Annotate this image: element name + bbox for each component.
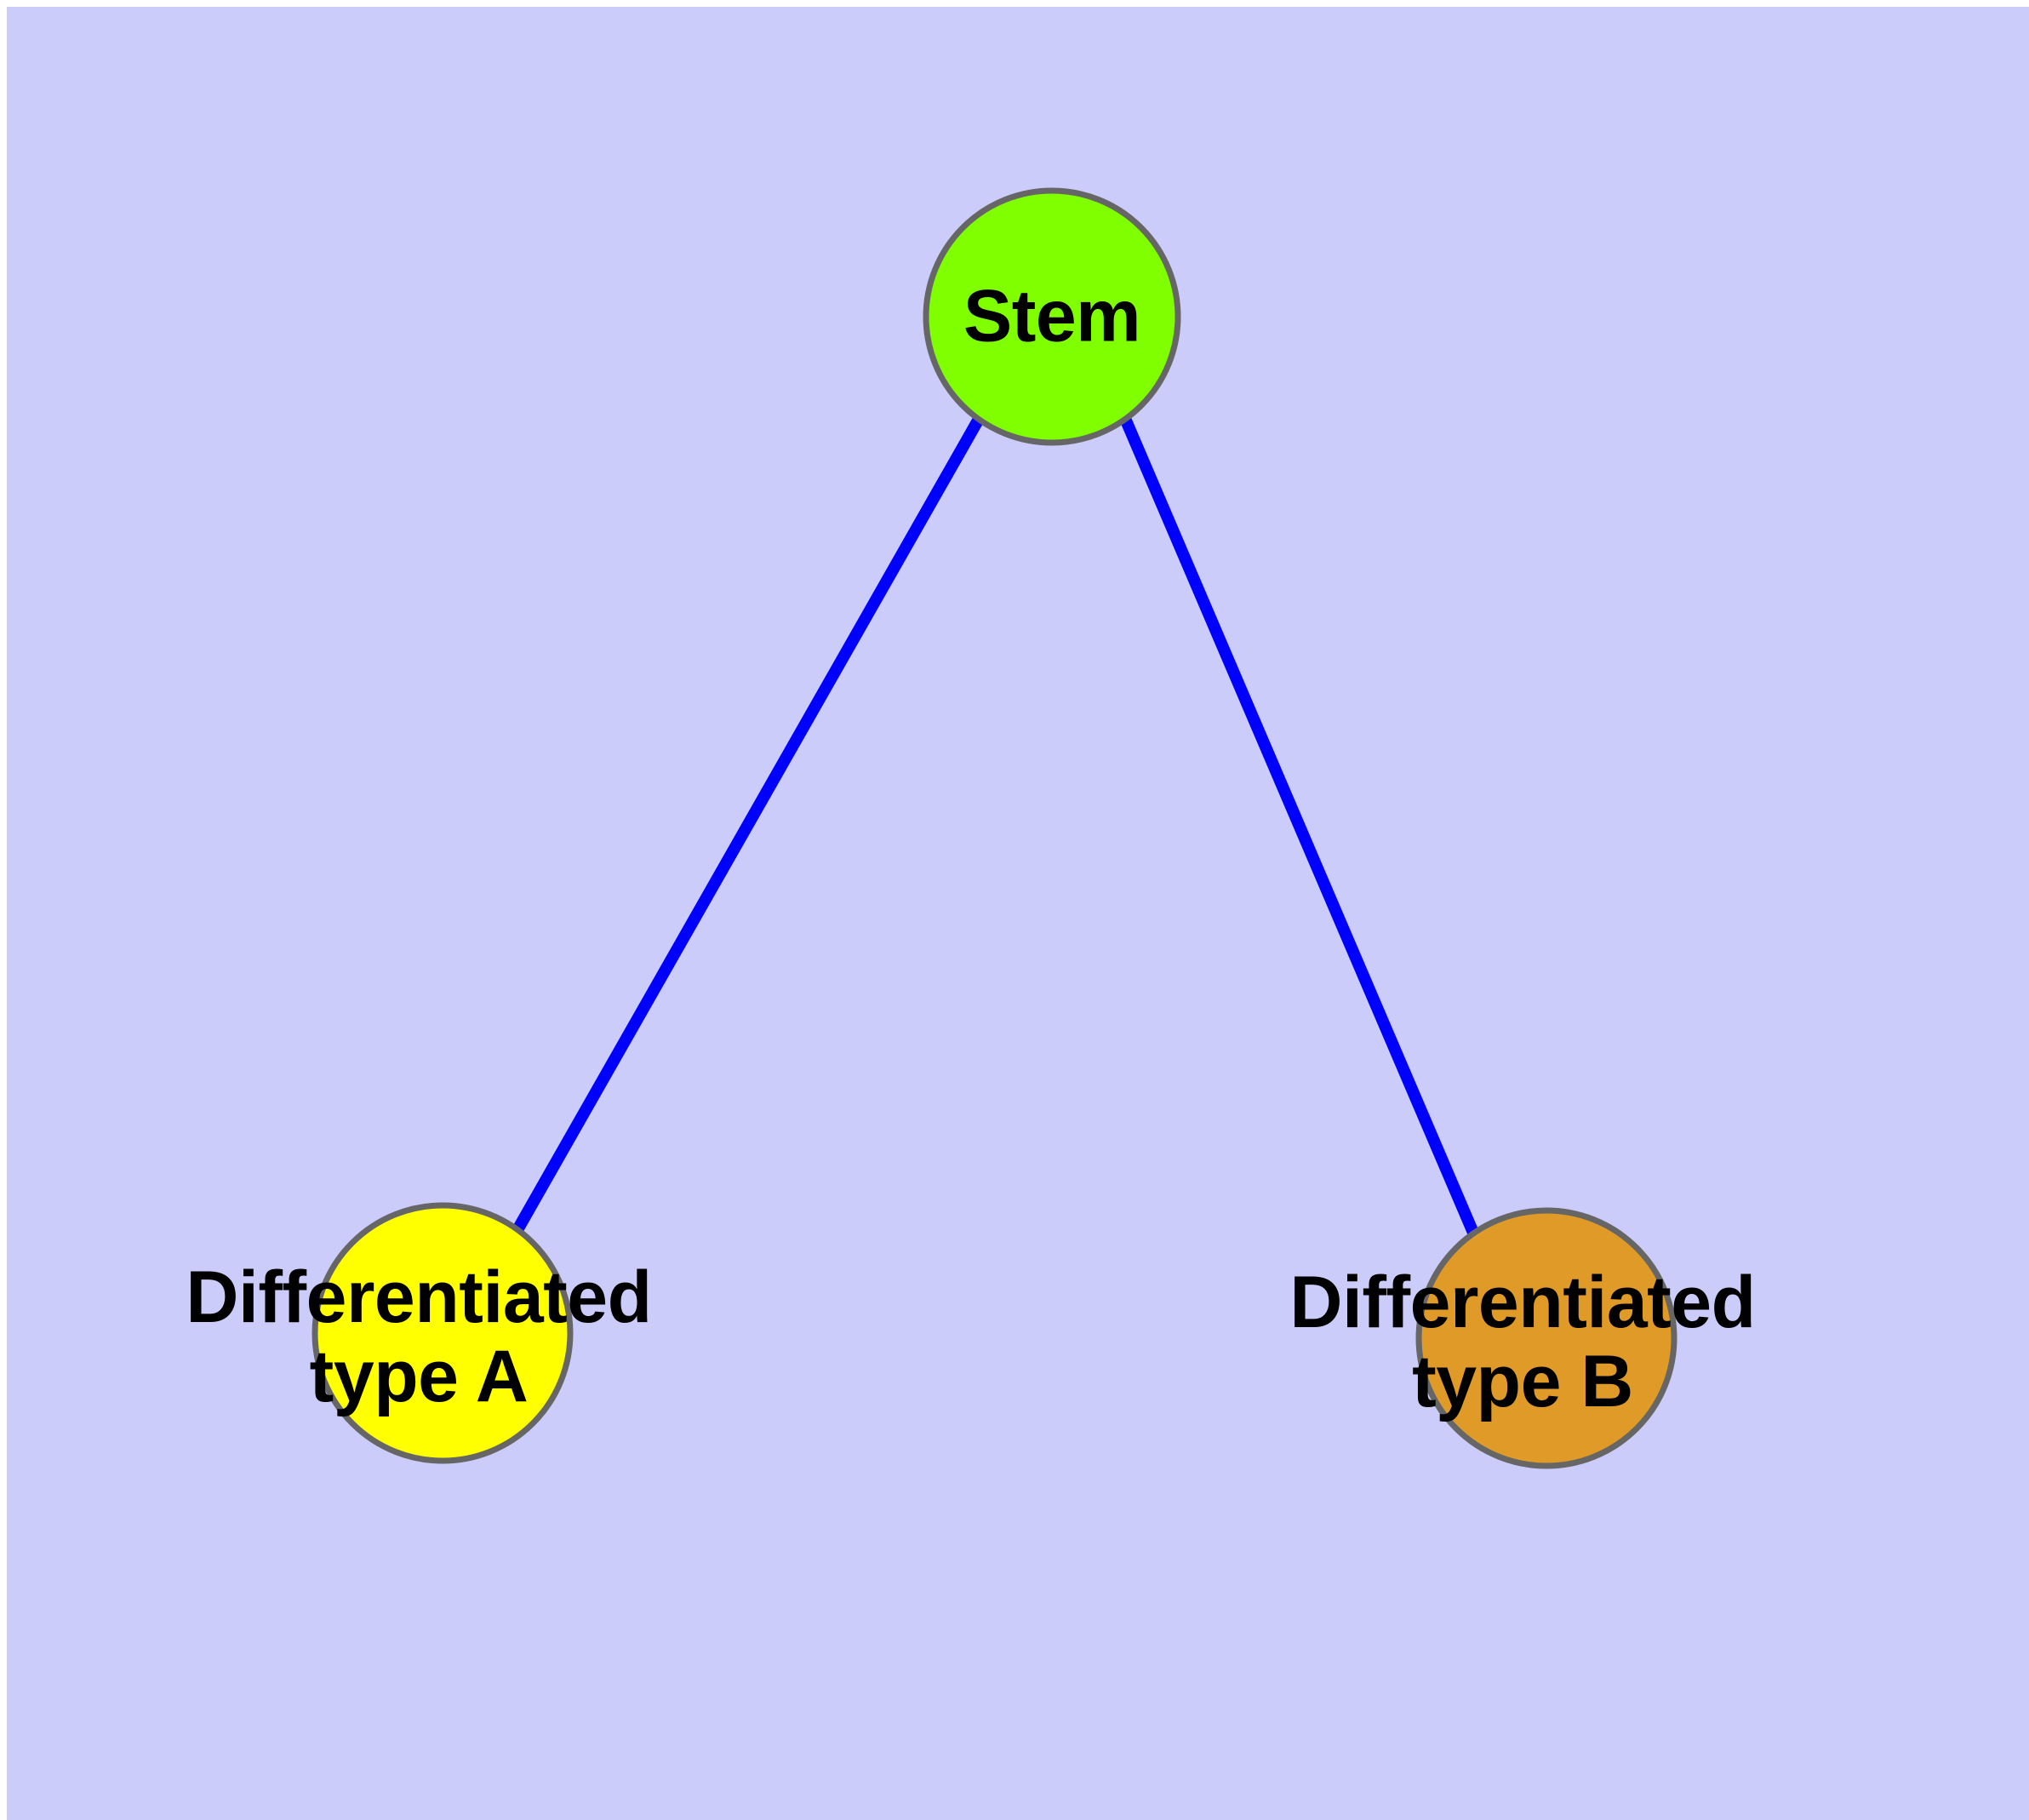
node-differentiated-type-b[interactable] xyxy=(1415,1207,1677,1469)
node-layer xyxy=(311,187,1677,1469)
node-differentiated-type-a[interactable] xyxy=(311,1202,574,1464)
edge-stem-to-differentiated-type-b[interactable] xyxy=(1120,418,1479,1235)
node-stem[interactable] xyxy=(923,187,1181,446)
edge-stem-to-differentiated-type-a[interactable] xyxy=(512,417,984,1232)
edge-layer xyxy=(512,417,1479,1235)
